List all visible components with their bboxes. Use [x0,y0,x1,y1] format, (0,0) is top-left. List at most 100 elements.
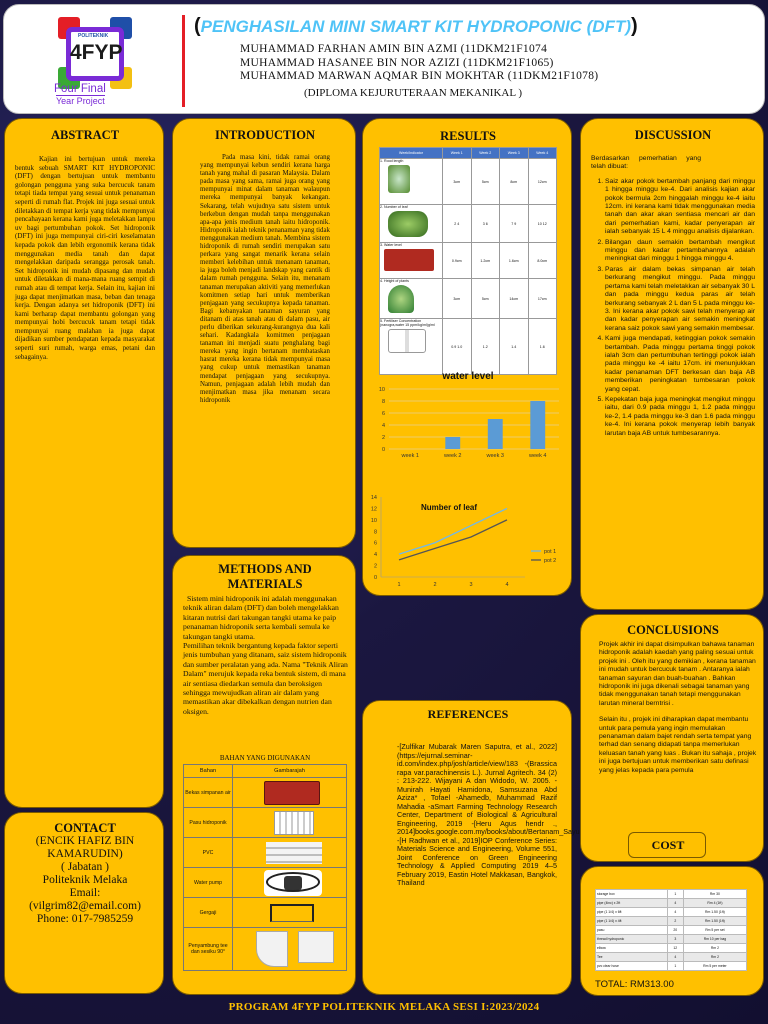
cost-qty: 1 [666,889,684,899]
x-tick-label: 1 [397,582,400,588]
contact-department: ( Jabatan ) [61,861,109,873]
y-tick-label: 6 [382,411,385,417]
table-row: Water pump [183,867,347,898]
conclusions-paragraph-1: Projek akhir ini dapat disimpulkan bahaw… [599,641,756,707]
contact-email: (vilgrim82@email.com) [29,900,141,912]
contact-phone: Phone: 017-7985259 [36,913,134,925]
methods-panel: METHODS AND MATERIALS Sistem mini hidrop… [172,555,356,995]
contact-email-label: Email: [69,887,101,899]
y-tick-label: 8 [382,399,385,405]
author-3: MUHAMMAD MARWAN AQMAR BIN MOKHTAR (11DKM… [240,70,599,82]
introduction-text: Pada masa kini, tidak ramai orang yang m… [200,154,330,404]
material-image [232,837,347,868]
cost-item: pipe (1 1/4) x 4ft [595,916,668,926]
discussion-item: Paras air dalam bekas simpanan air telah… [605,266,755,333]
cost-qty: 12 [666,943,684,953]
header-banner: POLITEKNIK 4FYP Four Final Year Project … [3,4,765,114]
references-title: REFERENCES [427,707,509,721]
cost-title: COST [651,838,685,852]
material-name: Penyambung tee dan sesiku 90° [183,927,233,971]
cell: 3 6 [470,204,500,243]
results-table: Week/Indicator Week 1 Week 2 Week 3 Week… [379,147,557,375]
cell: 1.4 [499,318,529,375]
contact-institution: Politeknik Melaka [42,874,128,886]
discussion-panel: DISCUSSION Berdasarkan pemerhatian yang … [580,118,764,610]
abstract-text: Kajian ini bertujuan untuk mereka bentuk… [15,155,155,361]
discussion-list: Saiz akar pokok bertambah panjang dari m… [591,178,755,438]
cost-price: Rm 1.50 (1ft) [682,916,748,926]
discussion-intro: Berdasarkan pemerhatian yang telah dibua… [591,155,701,171]
material-name: Water pump [183,867,233,898]
material-image [232,777,347,808]
cost-price: Rm 10 per bag [682,934,748,944]
legend-label: pot 2 [544,558,556,564]
cell: 5cm [470,278,500,319]
series-line-2 [398,519,508,561]
results-col-2: Week 2 [470,147,500,159]
author-2: MUHAMMAD HASANEE BIN NOR AZIZI (11DKM21F… [240,56,554,69]
row-label: 3. Water level [380,243,402,247]
discussion-title: DISCUSSION [634,128,712,142]
row-label: 1. Rood length [380,159,404,163]
x-tick-label: week 1 [401,453,419,459]
diploma-line: (DIPLOMA KEJURUTERAAN MEKANIKAL ) [304,87,523,99]
conclusions-title: CONCLUSIONS [627,623,719,637]
chart-title: Number of leaf [421,503,478,512]
results-col-1: Week 1 [442,147,472,159]
results-title: RESULTS [440,129,496,143]
poster-title-text: PENGHASILAN MINI SMART KIT HYDROPONIC (D… [200,17,632,36]
material-image [232,867,347,898]
results-col-3: Week 3 [499,147,529,159]
logo-4fyp-text: 4FYP [70,41,123,64]
cell: 1.6 [527,318,557,375]
cost-price: Rm 1.50 (1ft) [682,907,748,917]
cost-price: Rm 2 [682,943,748,953]
root-photo [388,165,410,193]
x-tick-label: week 2 [443,453,461,459]
methods-title: METHODS AND MATERIALS [218,562,312,591]
cost-qty: 4 [666,952,684,962]
leaf-photo [388,211,428,237]
cost-price: Rm 4 (1ft) [682,898,748,908]
table-row: Gergaji [183,897,347,928]
material-image [232,927,347,971]
contact-title: CONTACT [54,821,116,835]
results-col-0: Week/Indicator [379,147,443,159]
cell: 8cm [499,158,529,205]
cell: 3cm [442,158,472,205]
author-1: MUHAMMAD FARHAN AMIN BIN AZMI (11DKM21F1… [240,43,548,55]
discussion-item: Kepekatan baja juga meningkat mengikut m… [605,396,755,438]
cost-qty: 4 [666,898,684,908]
cost-qty: 1 [666,961,684,971]
header-divider [182,15,185,107]
discussion-item: Bilangan daun semakin bertambah mengikut… [605,239,755,264]
cost-price: Rm 5 per meter [682,961,748,971]
cell: 12cm [527,158,557,205]
cell: 14cm [499,278,529,319]
plant-photo [388,285,414,313]
cost-item: pvc clear hose [595,961,668,971]
y-tick-label: 10 [379,387,385,393]
cell: 0.9cm [442,242,472,279]
row-label: 2. Number of leaf [380,205,408,209]
discussion-body: Berdasarkan pemerhatian yang telah dibua… [591,155,755,440]
contact-name: (ENCIK HAFIZ BIN KAMARUDIN) [35,835,135,860]
conclusions-paragraph-2: Selain itu , projek ini diharapkan dapat… [599,716,757,774]
cell: 7 9 [499,204,529,243]
cost-qty: 2 [666,916,684,926]
series-line-1 [398,507,508,555]
discussion-item: Saiz akar pokok bertambah panjang dari m… [605,178,755,237]
material-name: Gergaji [183,897,233,928]
